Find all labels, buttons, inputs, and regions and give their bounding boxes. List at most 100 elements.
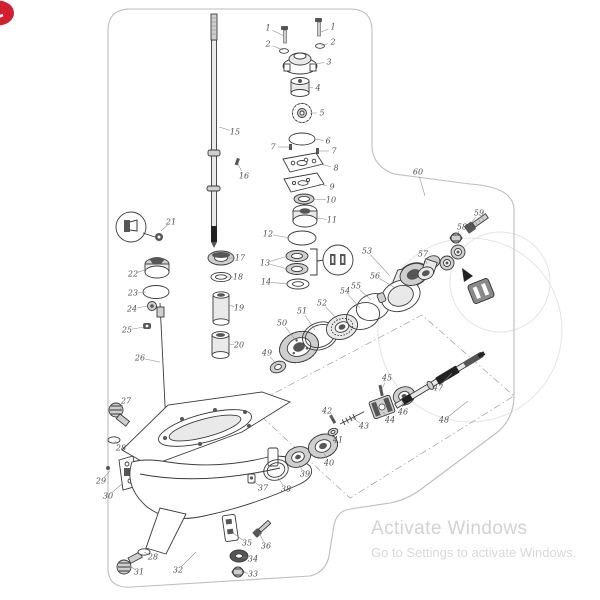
subassembly-dash-box [249, 314, 515, 499]
callout-leader [318, 183, 328, 187]
part-label-2: 2 [264, 40, 270, 49]
part-label-58: 58 [457, 223, 467, 232]
callout-leader [131, 326, 145, 330]
callout-leader [144, 358, 161, 363]
part-label-30: 30 [103, 492, 113, 501]
callout-leader [304, 314, 316, 331]
part-drive-shaft [206, 13, 221, 248]
callout-leader [111, 482, 124, 493]
callout-leader [471, 216, 477, 223]
part-water-pump-housing [282, 52, 318, 75]
callout-leader [352, 417, 361, 424]
part-rod-clip [143, 323, 151, 329]
callout-leader [315, 217, 328, 220]
part-pump-plate [282, 152, 324, 173]
part-bushing [211, 331, 230, 359]
part-shaft-sleeve [212, 291, 230, 326]
part-label-56: 56 [370, 272, 380, 281]
part-label-41: 41 [332, 436, 343, 445]
part-label-26: 26 [134, 354, 145, 363]
part-label-36: 36 [261, 542, 271, 551]
part-label-48: 48 [438, 416, 449, 425]
callout-leader [323, 452, 328, 459]
callout-leader [307, 86, 314, 88]
part-label-49: 49 [261, 349, 272, 358]
callout-leader [455, 231, 460, 237]
callout-leader [348, 294, 361, 309]
callout-leader [313, 138, 324, 141]
part-label-28: 28 [115, 444, 126, 453]
part-dowel-pin-left [289, 144, 292, 150]
part-label-16: 16 [239, 172, 249, 181]
part-impeller [292, 103, 312, 123]
part-label-23: 23 [127, 289, 138, 298]
part-label-11: 11 [327, 216, 337, 225]
part-oil-seal-pair [285, 248, 325, 276]
callout-leader [181, 551, 197, 567]
part-label-3: 3 [326, 58, 331, 67]
part-pump-insert [290, 77, 310, 97]
part-shift-cam-clip [155, 233, 163, 241]
part-washer-49 [269, 360, 287, 374]
part-label-15: 15 [230, 128, 240, 137]
callout-leader [232, 532, 244, 541]
part-label-31: 31 [134, 568, 144, 577]
part-forward-gear [279, 330, 319, 364]
callout-leader [447, 400, 469, 418]
callout-leader [240, 571, 249, 574]
part-label-24: 24 [126, 305, 137, 314]
part-label-34: 34 [248, 555, 258, 564]
part-anode-bolt [252, 519, 272, 538]
part-label-38: 38 [281, 485, 291, 494]
part-label-19: 19 [234, 304, 244, 313]
part-label-53: 53 [362, 247, 372, 256]
part-seal-ring [263, 459, 289, 481]
callout-leader [237, 163, 243, 172]
part-label-28: 28 [147, 553, 158, 562]
part-label-35: 35 [242, 539, 252, 548]
callout-leader [325, 306, 339, 321]
callout-leader [313, 62, 325, 65]
part-label-55: 55 [351, 282, 361, 291]
callout-leader [284, 326, 295, 339]
part-label-22: 22 [127, 270, 138, 279]
part-dowel-pin-right [316, 148, 319, 154]
part-label-20: 20 [233, 341, 244, 350]
callout-leader [359, 289, 372, 301]
part-label-17: 17 [235, 254, 246, 263]
callout-leader [424, 258, 428, 265]
callout-leader [419, 176, 426, 197]
faint-circle [377, 237, 563, 423]
part-label-60: 60 [413, 168, 423, 177]
part-pump-bolt-right [315, 18, 322, 37]
part-small-bearing-b [450, 244, 466, 260]
callout-leader [319, 163, 332, 168]
part-label-13: 13 [260, 259, 270, 268]
part-label-8: 8 [333, 164, 338, 173]
part-small-bearing-a [439, 255, 455, 271]
callout-leader [143, 551, 149, 555]
part-anode-block [221, 513, 239, 542]
callout-leader [119, 404, 124, 410]
callout-leader [329, 414, 333, 419]
part-gasket-washer [107, 436, 121, 444]
part-prop-shaft-bearing [284, 446, 312, 468]
part-coupler [467, 278, 495, 304]
part-label-43: 43 [358, 422, 369, 431]
callout-leader [382, 411, 387, 417]
part-gear-case-housing [121, 391, 313, 555]
part-label-18: 18 [233, 273, 243, 282]
part-label-7: 7 [331, 147, 337, 156]
part-cam-bushing [144, 257, 170, 279]
part-bearing-carrier [376, 262, 429, 313]
callout-leader [441, 372, 453, 385]
callout-leader [370, 254, 391, 277]
part-label-1: 1 [265, 24, 270, 33]
callout-leader [270, 282, 290, 285]
part-cam-follower [147, 301, 157, 311]
part-seal-housing [292, 204, 318, 228]
part-retaining-clip [247, 473, 256, 484]
